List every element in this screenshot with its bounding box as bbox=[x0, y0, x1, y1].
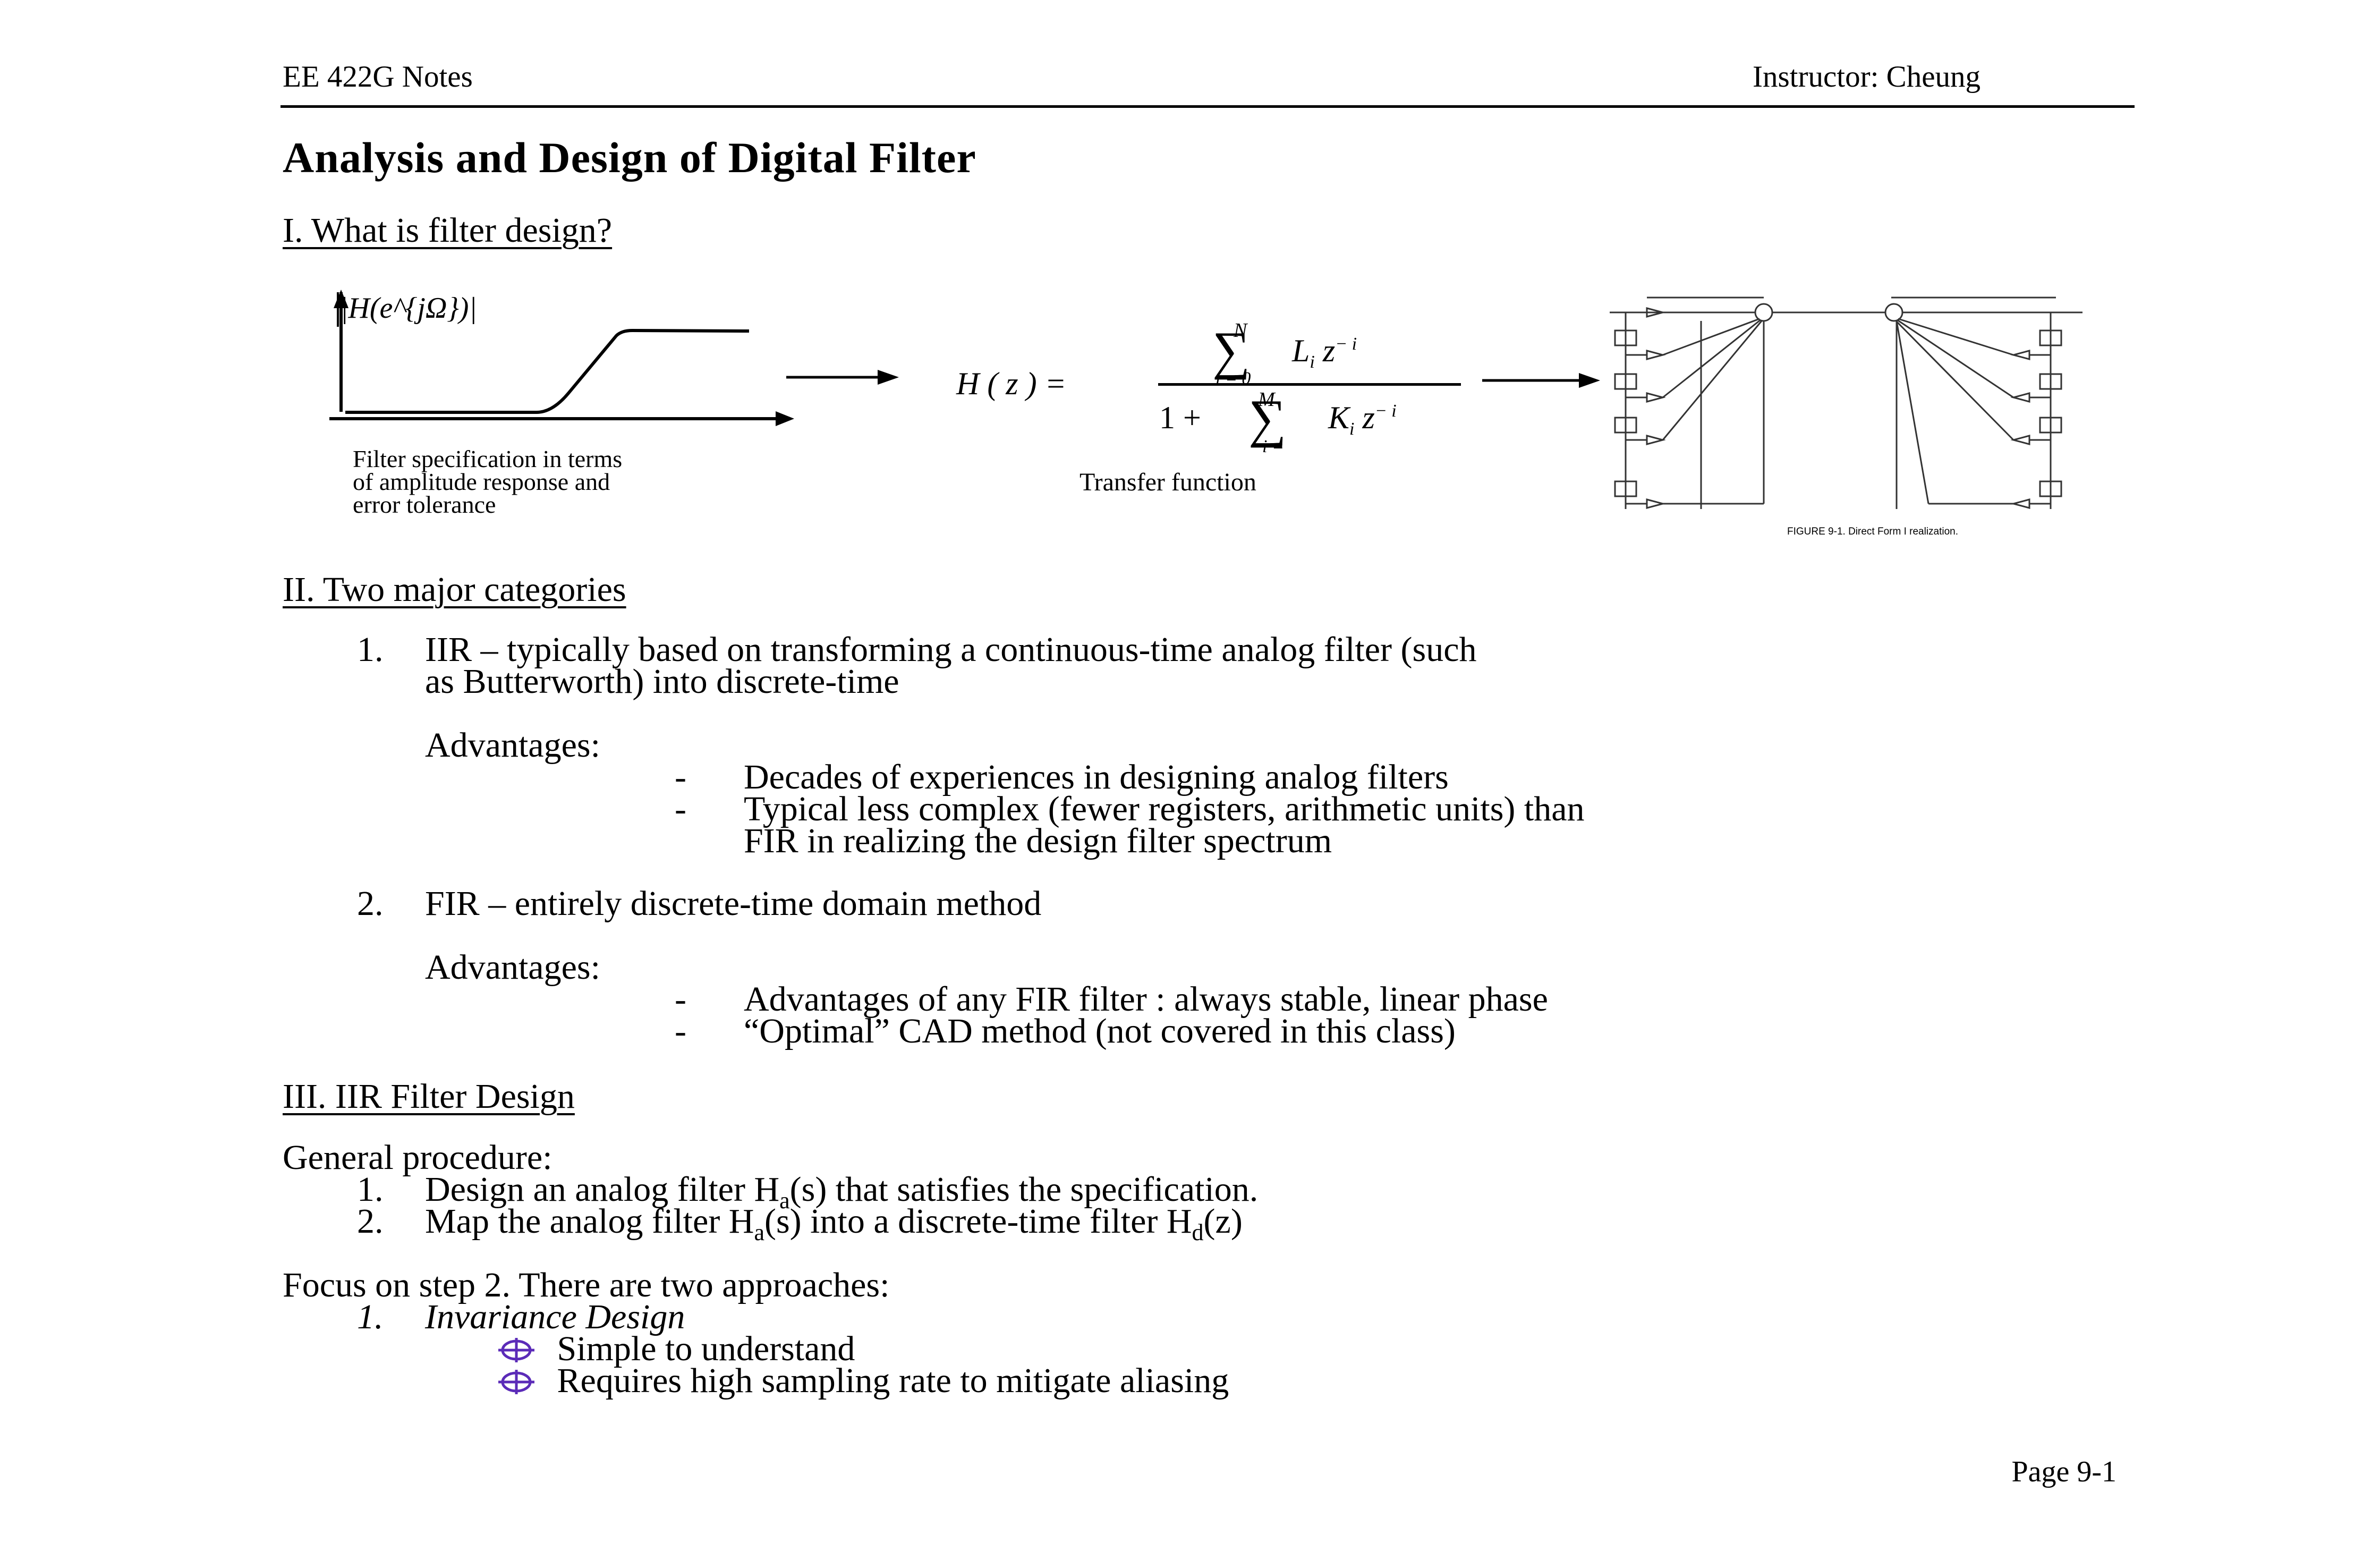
bullet-text: Simple to understand bbox=[557, 1329, 855, 1368]
arrow-right-icon bbox=[1482, 373, 1600, 388]
step-text: Design an analog filter H bbox=[425, 1170, 780, 1209]
tf-lhs: H ( z ) = bbox=[956, 366, 1067, 401]
bullet-item: Simple to understand bbox=[495, 1332, 855, 1367]
subscript: a bbox=[754, 1219, 764, 1245]
dash-bullet: - bbox=[675, 980, 686, 1019]
step-text: (s) into a discrete-time filter H bbox=[764, 1202, 1192, 1241]
general-procedure-label: General procedure: bbox=[283, 1138, 552, 1177]
tf-num-coef: L bbox=[1292, 333, 1310, 368]
procedure-step-1: Design an analog filter Ha(s) that satis… bbox=[425, 1172, 1258, 1213]
advantages-label: Advantages: bbox=[425, 726, 600, 765]
header-rule bbox=[280, 105, 2135, 108]
dash-bullet: - bbox=[675, 758, 686, 796]
header-instructor: Instructor: Cheung bbox=[1752, 60, 1980, 94]
fraction-bar bbox=[1158, 383, 1461, 386]
list-number: 1. bbox=[357, 630, 384, 669]
header-course: EE 422G Notes bbox=[283, 60, 473, 94]
crosshair-bullet-icon bbox=[498, 1338, 534, 1362]
focus-text: Focus on step 2. There are two approache… bbox=[283, 1266, 890, 1304]
spec-caption: Filter specification in terms of amplitu… bbox=[353, 445, 623, 518]
spec-axis-label: |H(e^{jΩ})| bbox=[340, 292, 477, 325]
tf-den-term: Ki z− i bbox=[1328, 400, 1397, 439]
bullet-text: Requires high sampling rate to mitigate … bbox=[557, 1361, 1229, 1400]
step-text: (z) bbox=[1203, 1202, 1243, 1241]
fir-description: FIR – entirely discrete-time domain meth… bbox=[425, 884, 1042, 923]
tf-den-sum-top: M bbox=[1258, 388, 1275, 411]
tf-den-prefix: 1 + bbox=[1159, 400, 1201, 435]
iir-description-line2: as Butterworth) into discrete-time bbox=[425, 662, 899, 701]
tf-caption: Transfer function bbox=[1080, 468, 1256, 496]
list-number: 2. bbox=[357, 1202, 384, 1241]
list-number: 2. bbox=[357, 884, 384, 923]
procedure-step-2: Map the analog filter Ha(s) into a discr… bbox=[425, 1204, 1243, 1244]
section-3-heading: III. IIR Filter Design bbox=[283, 1077, 575, 1116]
step-text: Map the analog filter H bbox=[425, 1202, 754, 1241]
tf-den-coef: K bbox=[1328, 400, 1350, 435]
realization-caption: FIGURE 9-1. Direct Form I realization. bbox=[1787, 526, 1959, 537]
list-number: 1. bbox=[357, 1170, 384, 1209]
direct-form-diagram bbox=[1610, 296, 2082, 509]
sigma-icon: ∑ bbox=[1212, 321, 1251, 380]
page-title: Analysis and Design of Digital Filter bbox=[283, 133, 976, 182]
spec-caption-line: Filter specification in terms bbox=[353, 445, 623, 472]
tf-num-sum-top: N bbox=[1234, 319, 1247, 342]
advantages-label: Advantages: bbox=[425, 948, 600, 987]
tf-den-sum-bottom: i = bbox=[1262, 437, 1284, 456]
spec-caption-line: error tolerance bbox=[353, 491, 496, 518]
section-2-heading: II. Two major categories bbox=[283, 570, 626, 609]
fir-advantage: “Optimal” CAD method (not covered in thi… bbox=[744, 1012, 1456, 1050]
subscript: a bbox=[779, 1188, 790, 1214]
subscript: d bbox=[1192, 1219, 1204, 1245]
sigma-icon: ∑ bbox=[1248, 389, 1287, 448]
amplitude-spec-plot bbox=[329, 290, 794, 426]
iir-description-line1: IIR – typically based on transforming a … bbox=[425, 630, 1477, 669]
approach-label: Invariance Design bbox=[425, 1298, 685, 1336]
arrow-right-icon bbox=[786, 370, 899, 385]
list-number: 1. bbox=[357, 1298, 384, 1336]
iir-advantage: FIR in realizing the design filter spect… bbox=[744, 821, 1332, 860]
dash-bullet: - bbox=[675, 1012, 686, 1050]
fir-advantage: Advantages of any FIR filter : always st… bbox=[744, 980, 1548, 1019]
spec-caption-line: of amplitude response and bbox=[353, 468, 610, 495]
section-1-heading: I. What is filter design? bbox=[283, 211, 613, 250]
iir-advantage: Decades of experiences in designing anal… bbox=[744, 758, 1449, 796]
tf-num-term: Li z− i bbox=[1292, 333, 1357, 372]
page-number: Page 9-1 bbox=[2011, 1455, 2116, 1488]
step-text: (s) that satisfies the specification. bbox=[789, 1170, 1259, 1209]
dash-bullet: - bbox=[675, 790, 686, 828]
crosshair-bullet-icon bbox=[498, 1370, 534, 1394]
tf-num-sum-bottom: i = 0 bbox=[1216, 369, 1251, 388]
iir-advantage: Typical less complex (fewer registers, a… bbox=[744, 790, 1585, 828]
bullet-item: Requires high sampling rate to mitigate … bbox=[495, 1363, 1229, 1398]
